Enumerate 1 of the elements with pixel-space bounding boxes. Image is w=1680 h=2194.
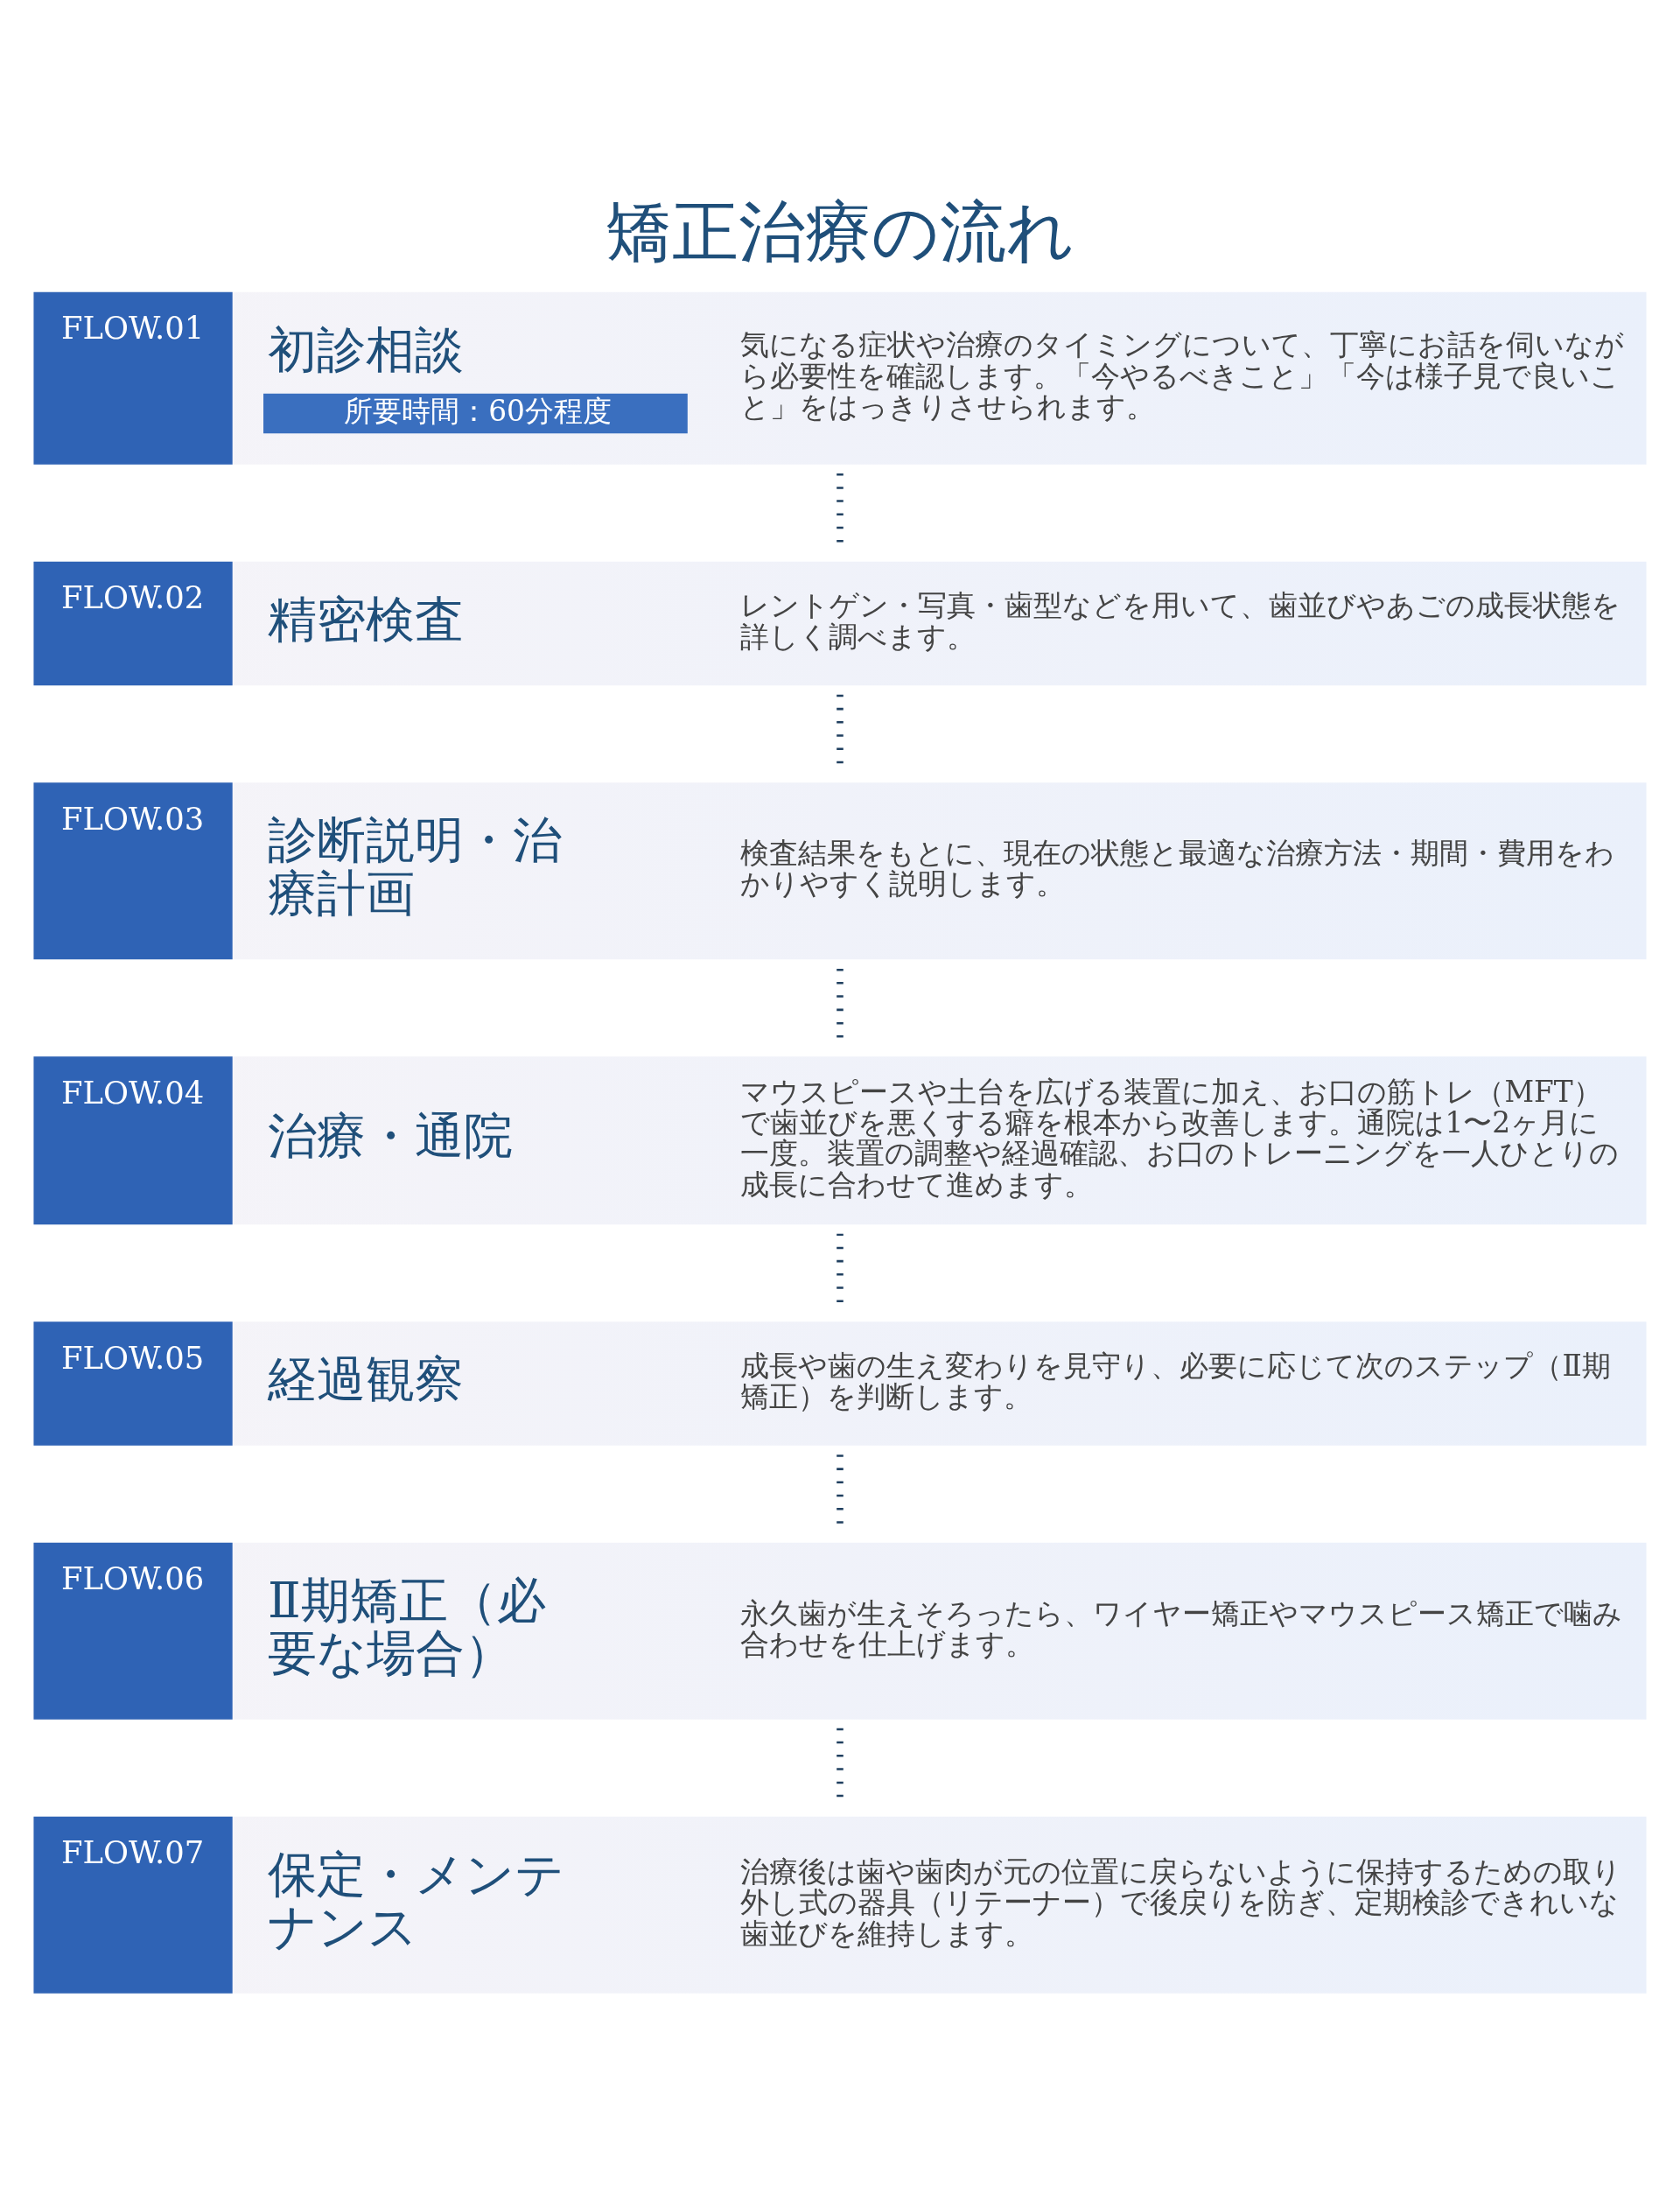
diagram-title: 矯正治療の流れ [606,193,1074,270]
